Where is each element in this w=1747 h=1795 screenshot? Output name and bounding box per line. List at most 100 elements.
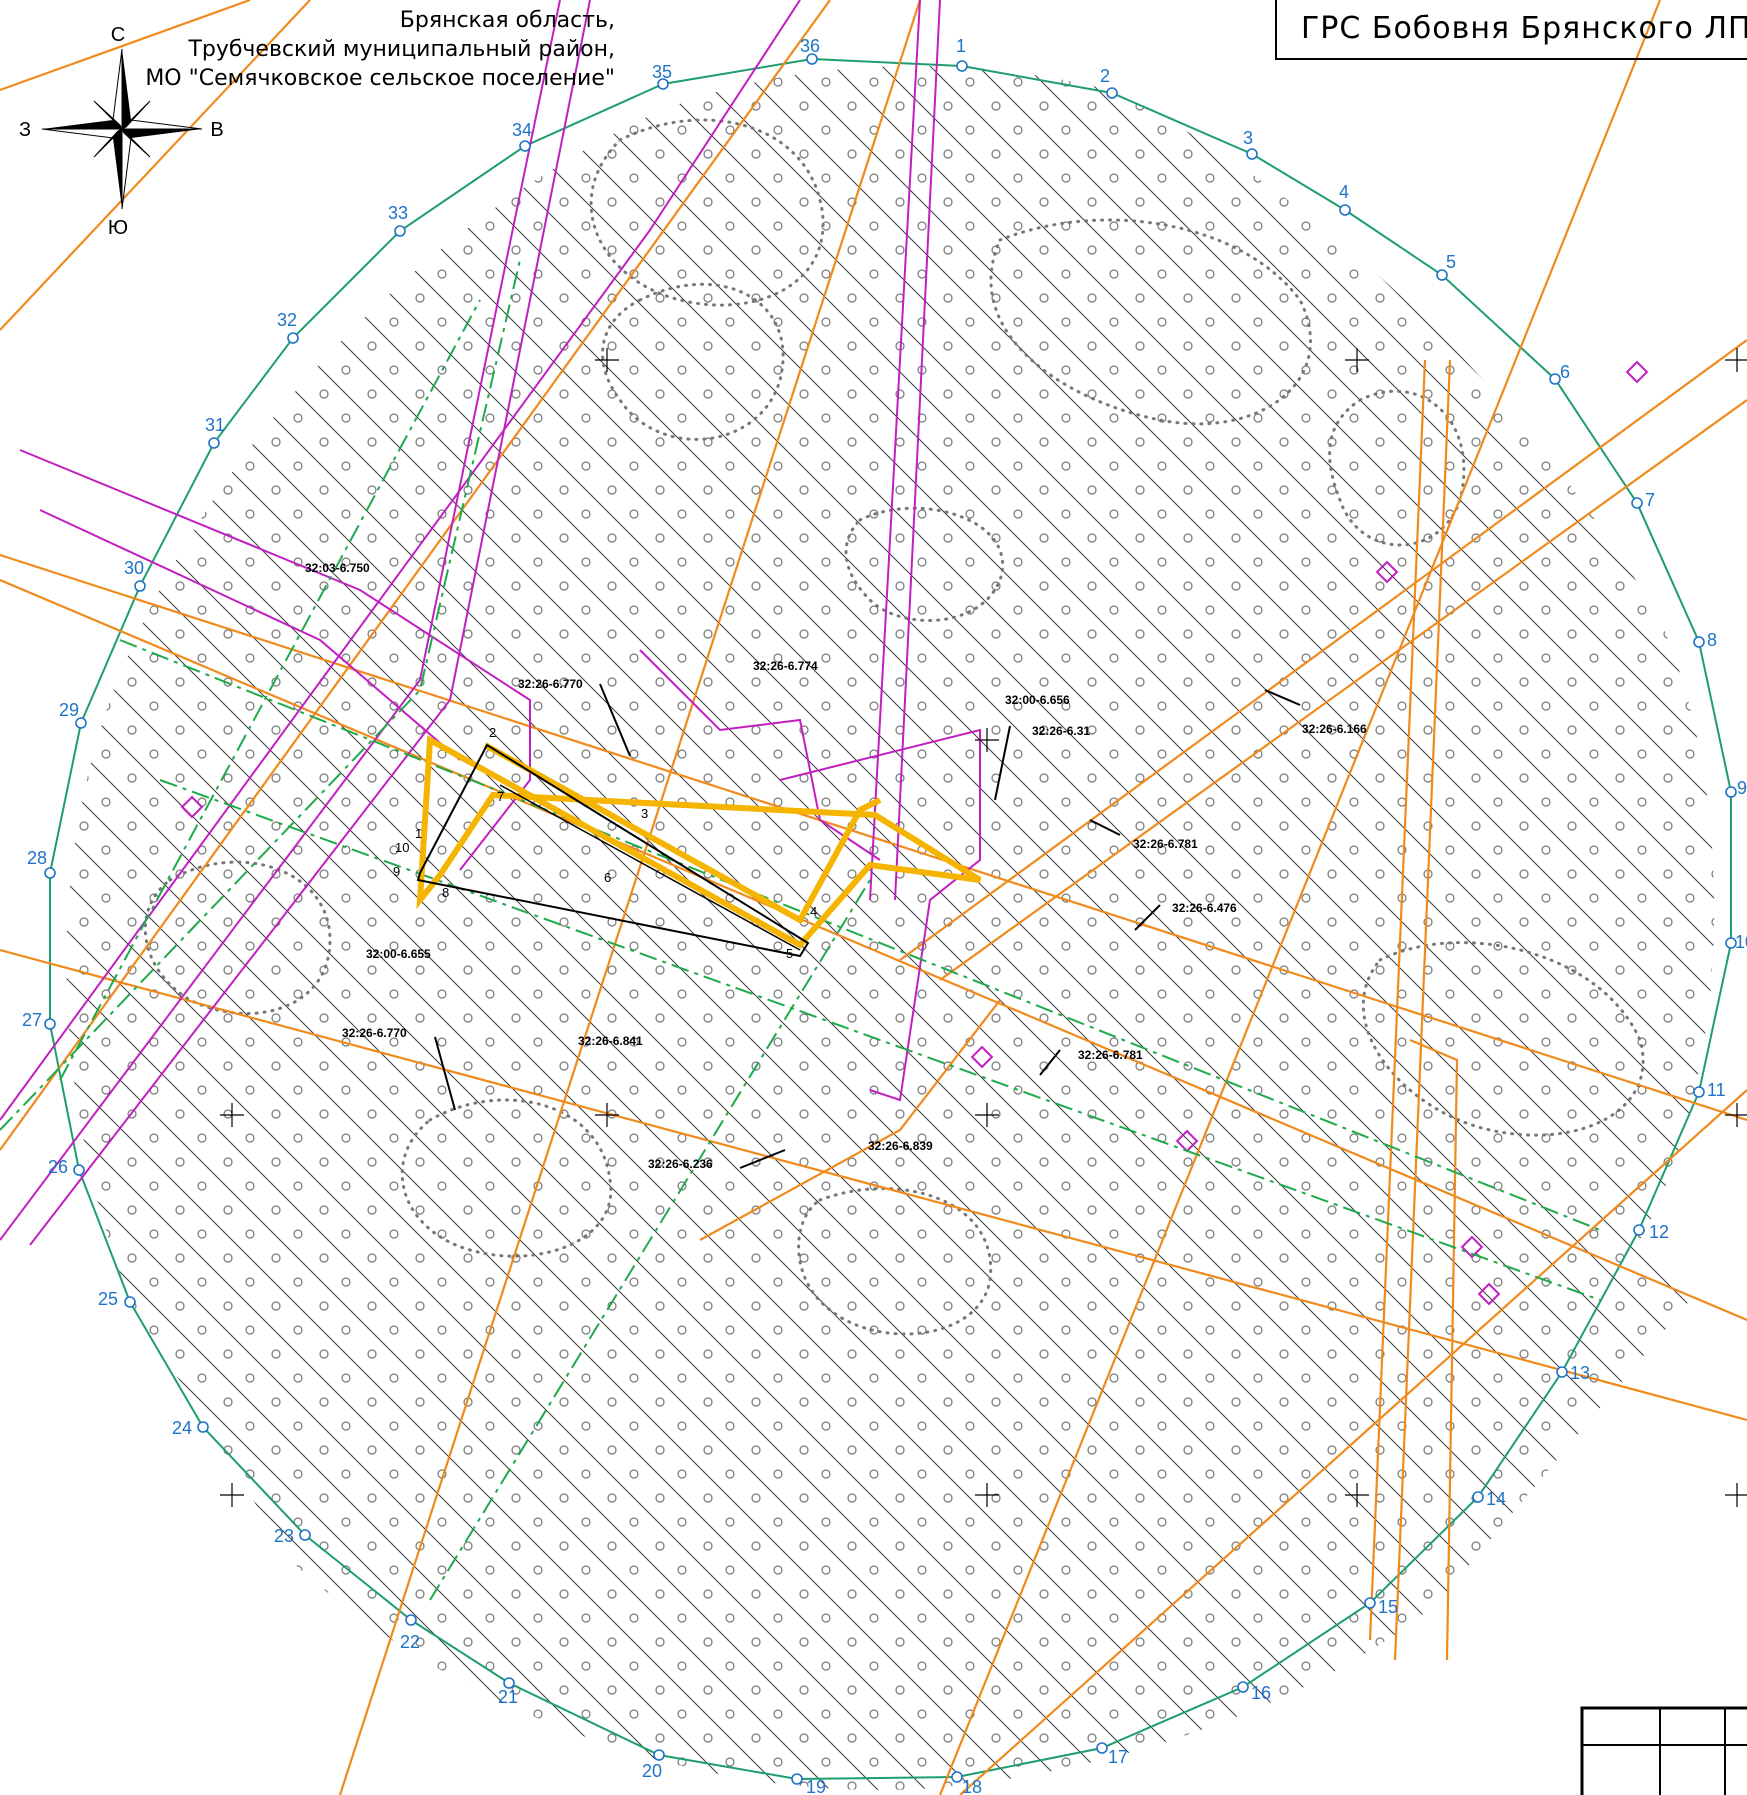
boundary-point-marker [519, 140, 531, 152]
boundary-point-marker [1556, 1366, 1568, 1378]
parcel-point-label: 2 [489, 725, 496, 740]
boundary-point-label: 1 [956, 36, 966, 56]
boundary-point-label: 34 [512, 120, 532, 140]
region-line: Брянская область, [399, 8, 615, 33]
boundary-point-label: 4 [1339, 182, 1349, 202]
compass-south-label: Ю [108, 217, 128, 239]
cadastral-label: 32:00-6.655 [366, 947, 431, 961]
boundary-point-label: 9 [1737, 778, 1747, 798]
compass-rose: С Ю З В [19, 24, 224, 239]
boundary-point-label: 33 [388, 203, 408, 223]
cadastral-label: 32:26-6.774 [753, 659, 818, 673]
boundary-point-label: 18 [962, 1777, 982, 1795]
region-line: МО "Семячковское сельское поселение" [145, 66, 615, 91]
boundary-point-label: 35 [652, 62, 672, 82]
boundary-point-marker [1436, 269, 1448, 281]
boundary-point-marker [1631, 497, 1643, 509]
parcel-point-label: 5 [786, 946, 793, 961]
boundary-point-marker [1364, 1597, 1376, 1609]
boundary-point-label: 25 [98, 1289, 118, 1309]
map-title: ГРС Бобовня Брянского ЛП [1275, 0, 1747, 60]
boundary-point-marker [1246, 148, 1258, 160]
boundary-point-label: 6 [1560, 362, 1570, 382]
boundary-point-marker [299, 1529, 311, 1541]
parcel-point-label: 7 [497, 789, 504, 804]
boundary-point-marker [394, 225, 406, 237]
boundary-point-marker [124, 1296, 136, 1308]
boundary-point-label: 10 [1735, 932, 1747, 952]
cadastral-label: 32:26-6.31 [1032, 724, 1090, 738]
boundary-point-marker [956, 60, 968, 72]
cadastral-label: 32:26-6.781 [1078, 1048, 1143, 1062]
vegetation-contours [143, 118, 1645, 1336]
region-line: Трубчевский муниципальный район, [188, 37, 615, 62]
boundary-point-marker [1725, 786, 1737, 798]
boundary-point-label: 14 [1486, 1489, 1506, 1509]
boundary-point-marker [1693, 636, 1705, 648]
cadastral-label: 32:26-6.839 [868, 1139, 933, 1153]
cadastral-label: 32:26-6.236 [648, 1157, 713, 1171]
boundary-point-marker [1725, 937, 1737, 949]
cadastral-label: 32:26-6.476 [1172, 901, 1237, 915]
boundary-point-label: 28 [27, 848, 47, 868]
boundary-point-label: 21 [498, 1687, 518, 1707]
green-lines [0, 259, 1601, 1601]
boundary-point-marker [208, 437, 220, 449]
parcel-point-label: 3 [641, 806, 648, 821]
boundary-point-marker [197, 1421, 209, 1433]
boundary-point-marker [1693, 1086, 1705, 1098]
boundary-point-marker [653, 1749, 665, 1761]
parcel-point-label: 9 [393, 864, 400, 879]
parcel-point-label: 1 [415, 826, 422, 841]
boundary-point-marker [1633, 1224, 1645, 1236]
parcel-point-label: 6 [604, 870, 611, 885]
boundary-points: 1 2 3 4 5 6 7 8 9 10 11 12 13 14 15 16 1… [22, 36, 1747, 1795]
boundary-point-label: 17 [1108, 1747, 1128, 1767]
cadastral-label: 32:03-6.750 [305, 561, 370, 575]
leader-lines [434, 683, 1301, 1169]
parcel-point-label: 4 [810, 904, 817, 919]
boundary-point-marker [503, 1677, 515, 1689]
boundary-point-marker [951, 1771, 963, 1783]
stamp-frame [1580, 1706, 1747, 1795]
boundary-point-label: 27 [22, 1010, 42, 1030]
compass-east-label: В [210, 119, 223, 141]
boundary-point-marker [134, 580, 146, 592]
cadastral-label: 32:26-6.166 [1302, 722, 1367, 736]
parcel-point-labels: 1 2 3 4 5 6 7 8 9 10 [393, 725, 817, 961]
boundary-point-label: 5 [1446, 252, 1456, 272]
boundary-point-label: 7 [1645, 490, 1655, 510]
boundary-point-label: 22 [400, 1632, 420, 1652]
boundary-point-label: 20 [642, 1761, 662, 1781]
boundary-point-marker [791, 1773, 803, 1785]
boundary-point-label: 23 [274, 1526, 294, 1546]
grid-crosses [220, 348, 1747, 1507]
boundary-point-marker [287, 332, 299, 344]
compass-west-label: З [19, 119, 31, 141]
boundary-point-marker [44, 867, 56, 879]
parcel-point-label: 10 [395, 840, 409, 855]
boundary-point-label: 19 [806, 1777, 826, 1795]
cadastral-label: 32:00-6.656 [1005, 693, 1070, 707]
cadastral-label: 32:26-6.770 [342, 1026, 407, 1040]
boundary-point-label: 26 [48, 1157, 68, 1177]
parcel-point-label: 8 [442, 885, 449, 900]
cadastral-label: 32:26-6.781 [1133, 837, 1198, 851]
boundary-point-marker [44, 1018, 56, 1030]
boundary-point-marker [1339, 204, 1351, 216]
boundary-point-marker [657, 78, 669, 90]
cadastral-label: 32:26-6.770 [518, 677, 583, 691]
cadastral-labels: 32:03-6.750 32:26-6.774 32:26-6.770 32:0… [305, 561, 1367, 1171]
boundary-point-label: 30 [124, 558, 144, 578]
boundary-point-label: 29 [59, 700, 79, 720]
boundary-point-label: 13 [1570, 1363, 1590, 1383]
boundary-point-label: 24 [172, 1418, 192, 1438]
region-caption: Брянская область, Трубчевский муниципаль… [145, 6, 615, 93]
boundary-point-label: 32 [277, 310, 297, 330]
boundary-point-marker [1106, 87, 1118, 99]
boundary-point-label: 31 [205, 415, 225, 435]
boundary-point-label: 8 [1707, 630, 1717, 650]
cadastral-label: 32:26-6.841 [578, 1034, 643, 1048]
